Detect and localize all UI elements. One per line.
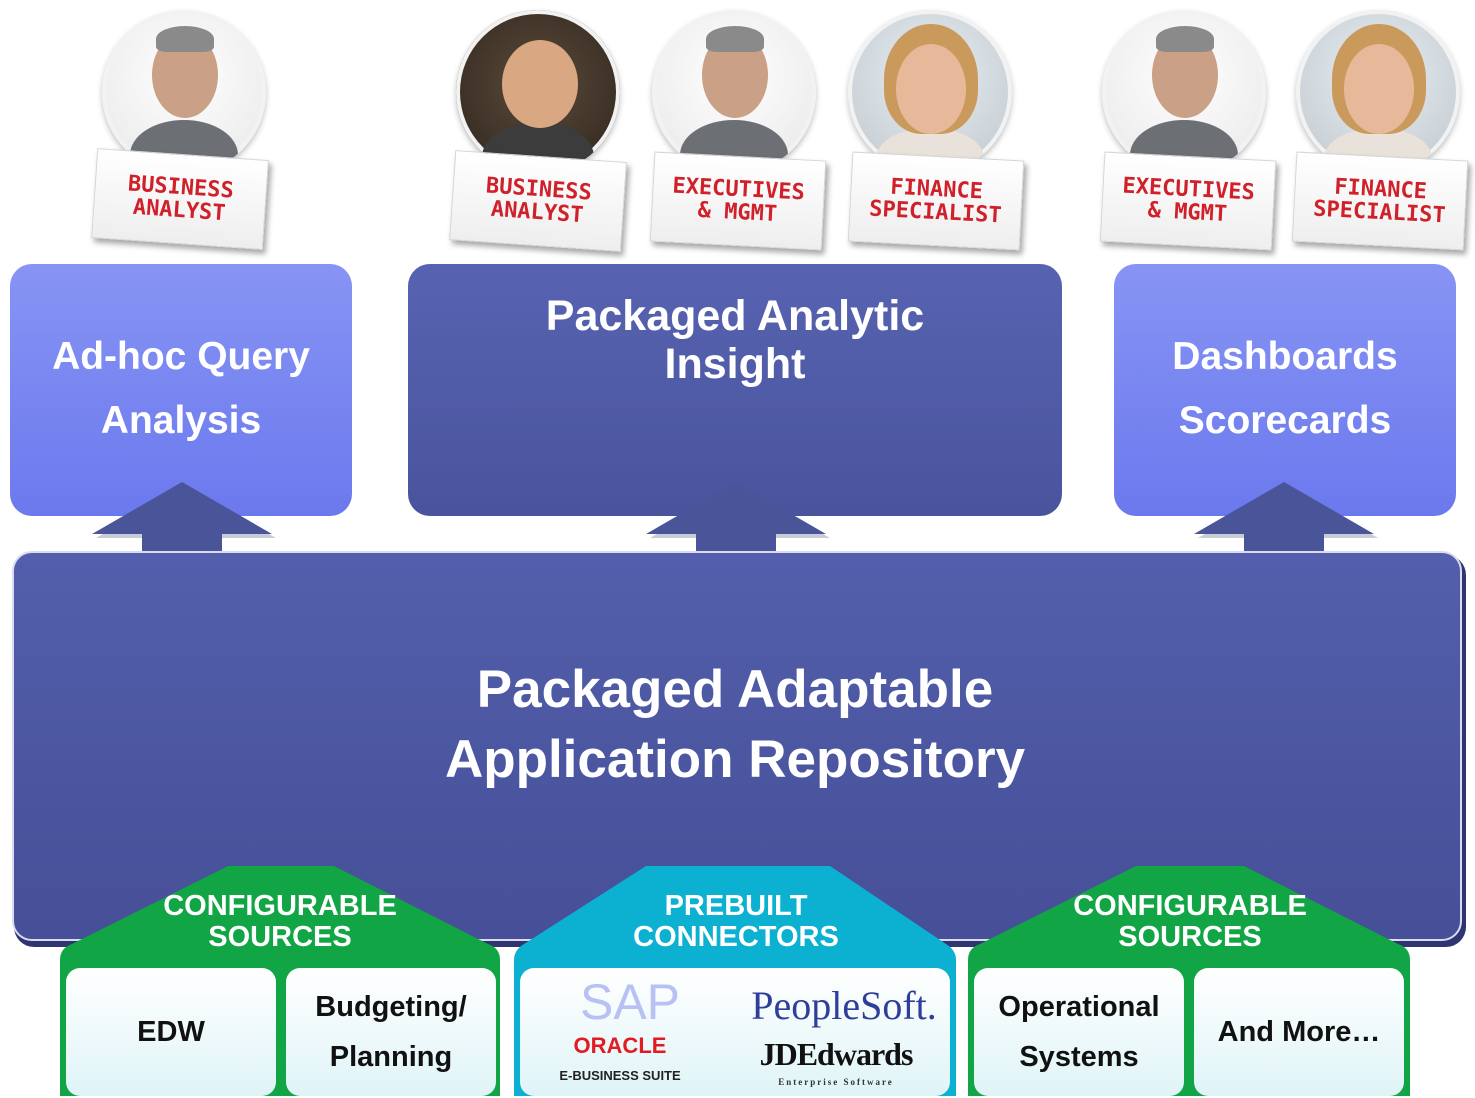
tile-edw: EDW <box>66 968 276 1096</box>
repository-title: Packaged Adaptable Application Repositor… <box>444 660 1026 789</box>
avatar-executives-1 <box>652 10 816 174</box>
tile-budgeting-planning: Budgeting/ Planning <box>286 968 496 1096</box>
box-packaged-analytic-insight: Packaged Analytic Insight <box>408 264 1062 516</box>
jdedwards-logo: JDEdwards <box>759 1036 914 1072</box>
tag-business-analyst-1: BUSINESS ANALYST <box>91 148 269 250</box>
right-sources-title: CONFIGURABLE SOURCES <box>1073 890 1307 953</box>
tag-finance-2: FINANCE SPECIALIST <box>1291 151 1469 251</box>
oracle-ebs-label: E-BUSINESS SUITE <box>559 1068 681 1083</box>
center-connectors-title: PREBUILT CONNECTORS <box>633 890 839 953</box>
avatar-finance-1 <box>848 10 1012 174</box>
tag-finance-1: FINANCE SPECIALIST <box>847 151 1025 251</box>
arrow-center-icon <box>646 482 830 555</box>
tile-connector-logos: SAP PeopleSoft. ORACLE E-BUSINESS SUITE … <box>520 968 950 1096</box>
peoplesoft-logo: PeopleSoft. <box>751 983 937 1028</box>
tag-executives-2: EXECUTIVES & MGMT <box>1099 151 1277 251</box>
avatar-business-analyst-1 <box>102 10 266 174</box>
tile-and-more: And More… <box>1194 968 1404 1096</box>
tag-executives-1: EXECUTIVES & MGMT <box>649 151 827 251</box>
oracle-logo: ORACLE <box>573 1033 667 1058</box>
sap-logo: SAP <box>579 974 681 1030</box>
arrow-left-icon <box>92 482 276 555</box>
left-sources-title: CONFIGURABLE SOURCES <box>163 890 397 953</box>
avatar-finance-2 <box>1296 10 1460 174</box>
avatar-business-analyst-2 <box>456 10 620 174</box>
avatar-executives-2 <box>1102 10 1266 174</box>
box-adhoc-query: Ad-hoc Query Analysis <box>10 264 352 516</box>
up-arrows <box>92 482 1378 555</box>
box-dashboards-scorecards: Dashboards Scorecards <box>1114 264 1456 516</box>
tag-business-analyst-2: BUSINESS ANALYST <box>449 150 627 252</box>
arrow-right-icon <box>1194 482 1378 555</box>
tile-operational-systems: Operational Systems <box>974 968 1184 1096</box>
jdedwards-sub-label: Enterprise Software <box>778 1077 894 1087</box>
